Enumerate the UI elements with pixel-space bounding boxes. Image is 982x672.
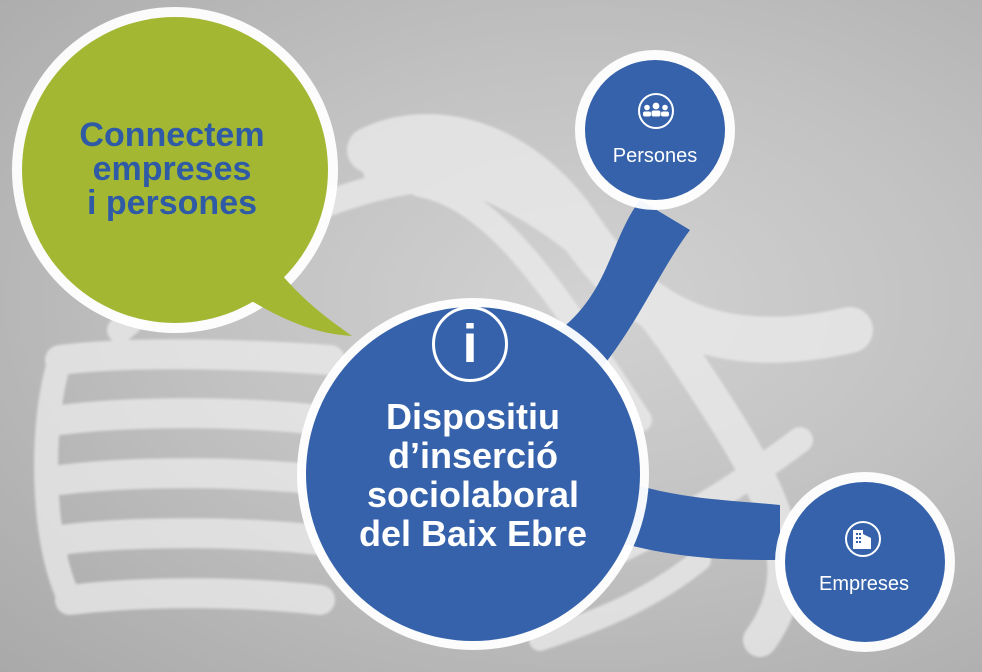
- persones-node[interactable]: [575, 50, 735, 210]
- main-title[interactable]: Dispositiu d’inserció sociolaboral del B…: [318, 397, 628, 553]
- main-title-line-4: del Baix Ebre: [358, 513, 588, 554]
- empreses-icon-ring: [845, 521, 881, 557]
- headline-bubble: [12, 7, 352, 336]
- main-title-line-2: d’inserció: [387, 435, 559, 476]
- empreses-label[interactable]: Empreses: [818, 573, 910, 595]
- headline-line-1: Connectem: [79, 116, 265, 154]
- main-title-line-1: Dispositiu: [385, 396, 560, 437]
- persones-label[interactable]: Persones: [612, 145, 698, 167]
- headline-line-3: i persones: [86, 184, 258, 222]
- main-node[interactable]: [297, 298, 649, 650]
- headline-line-2: empreses: [92, 150, 252, 188]
- info-icon: i: [432, 306, 508, 382]
- persones-icon-ring: [638, 93, 674, 129]
- empreses-node[interactable]: [775, 472, 955, 652]
- main-title-line-3: sociolaboral: [366, 474, 580, 515]
- headline: Connectem empreses i persones: [52, 118, 292, 220]
- connectors: [560, 200, 780, 560]
